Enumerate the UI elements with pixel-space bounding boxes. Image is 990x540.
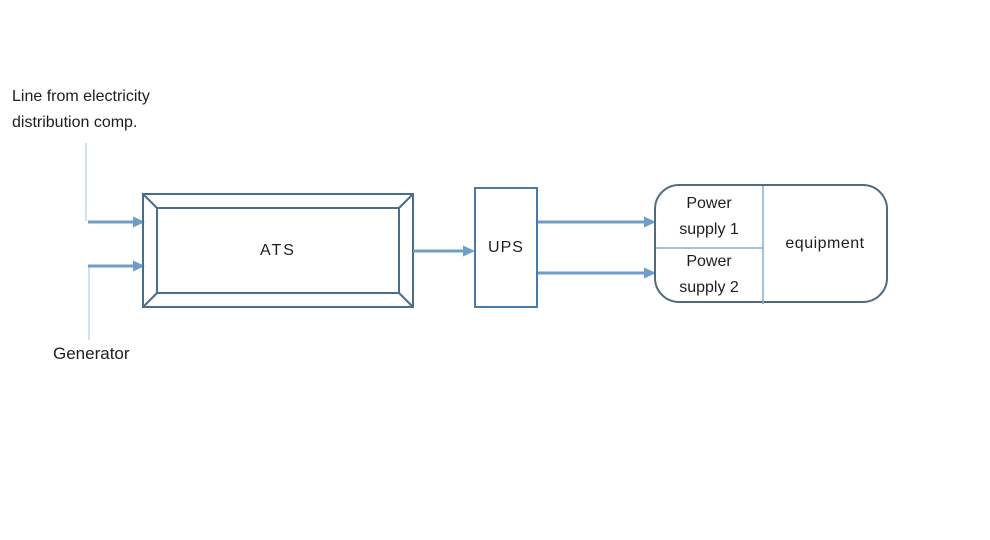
arrow-ats-to-ups [413,245,475,257]
ats-bevel-corner [142,292,158,308]
ats-bevel-corner [142,193,158,209]
electricity-source-label-line2: distribution comp. [12,114,138,131]
ats-bevel-corner [398,193,414,209]
ats-label-container: ATS [143,194,413,307]
ats-bevel-corner [398,292,414,308]
arrow-head-icon [133,260,145,272]
arrow-head-icon [644,267,656,279]
ats-inner-rect [156,207,400,294]
equipment-outline [654,184,888,303]
arrow-generator-to-ats [88,260,145,272]
equipment-label: equipment [785,234,865,252]
ups-box [474,187,538,308]
arrow-head-icon [133,216,145,228]
equipment-box [654,184,888,304]
power-supply-1-line1: Power [686,195,732,212]
equipment-label-container: equipment [763,185,887,302]
power-supply-2-line1: Power [686,253,732,270]
ats-label: ATS [260,241,296,259]
ups-label-container: UPS [475,188,537,307]
arrow-head-icon [463,245,475,257]
arrow-ups-to-power-supply-1 [538,216,656,228]
power-supply-2-line2: supply 2 [679,279,739,296]
ups-label: UPS [488,238,524,256]
power-supply-2-label: Power supply 2 [655,248,763,302]
arrow-ups-to-power-supply-2 [538,267,656,279]
arrow-head-icon [644,216,656,228]
electricity-source-label: Line from electricity distribution comp. [12,84,150,136]
power-supply-1-label: Power supply 1 [655,186,763,248]
generator-label: Generator [53,344,130,363]
power-supply-1-line2: supply 1 [679,221,739,238]
electricity-source-label-line1: Line from electricity [12,88,150,105]
arrow-electricity-to-ats [88,216,145,228]
